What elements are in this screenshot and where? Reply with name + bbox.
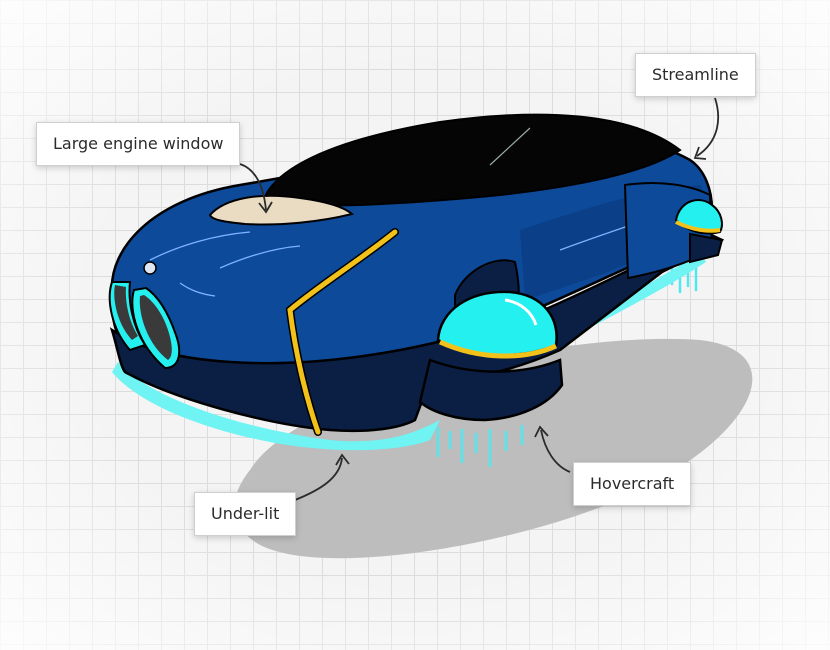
callout-arrows <box>239 97 720 501</box>
front-grille <box>108 281 181 370</box>
label-large-engine-window: Large engine window <box>36 122 241 166</box>
label-hovercraft: Hovercraft <box>573 462 692 506</box>
canopy <box>260 113 682 207</box>
underglow <box>112 362 440 451</box>
label-streamline: Streamline <box>635 53 756 97</box>
arrow-hovercraft <box>540 429 571 473</box>
front-pod-base <box>418 358 564 422</box>
arrow-under-lit <box>294 457 343 501</box>
label-under-lit: Under-lit <box>194 492 297 536</box>
arrow-engine <box>239 163 267 211</box>
engine-window <box>208 194 355 226</box>
emblem <box>143 261 157 275</box>
ground-shadow <box>234 338 753 559</box>
front-hover-jets <box>436 424 524 468</box>
arrow-streamline <box>696 97 720 157</box>
